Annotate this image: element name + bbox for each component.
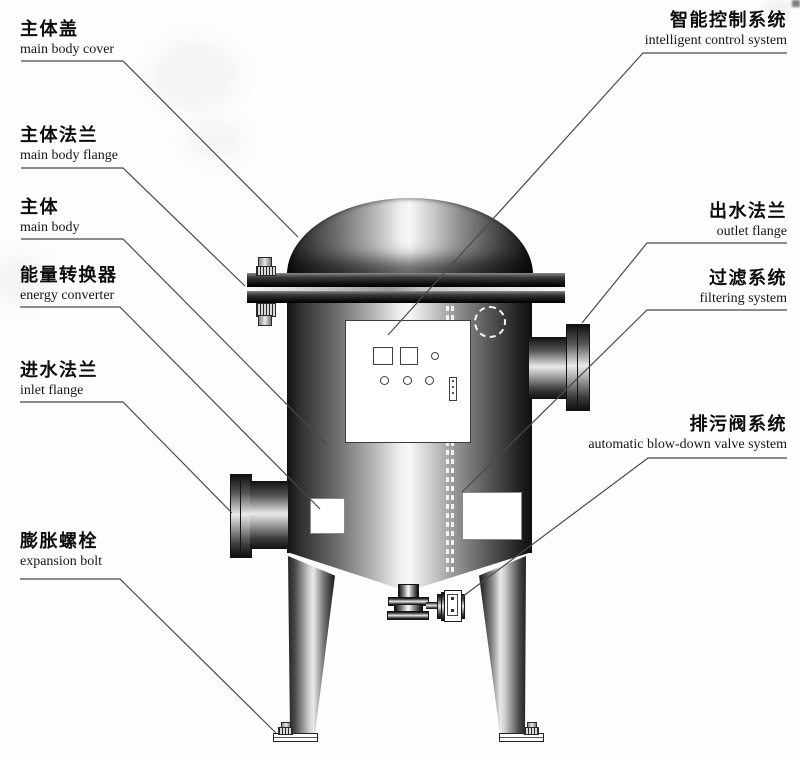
label-filtering-system: 过滤系统 filtering system bbox=[700, 269, 788, 307]
label-outlet-flange-en: outlet flange bbox=[716, 224, 787, 239]
foot-plate-left bbox=[273, 733, 318, 742]
main-body-flange-top-bar bbox=[247, 273, 565, 287]
leader-expansion-bolt bbox=[20, 578, 277, 734]
panel-level-slot bbox=[449, 377, 457, 401]
foot-plate-seam bbox=[500, 737, 543, 738]
foot-plate-right bbox=[499, 733, 544, 742]
scan-corner-mark bbox=[792, 0, 800, 7]
drain-flange-disc-2 bbox=[387, 611, 429, 620]
flange-stud-bottom-nut bbox=[258, 315, 272, 326]
label-filtering-system-en: filtering system bbox=[699, 291, 788, 306]
leader-inlet-flange bbox=[20, 401, 233, 514]
label-main-body-en: main body bbox=[20, 220, 80, 235]
label-inlet-flange-zh: 进水法兰 bbox=[20, 360, 98, 381]
main-body-flange-bottom-bar bbox=[247, 291, 565, 303]
panel-display-right bbox=[400, 347, 418, 365]
support-leg-left bbox=[288, 556, 335, 734]
label-main-body-flange-en: main body flange bbox=[20, 148, 118, 163]
actuator-screw-top bbox=[451, 597, 454, 600]
label-inlet-flange-en: inlet flange bbox=[20, 383, 84, 398]
leader-energy-converter bbox=[20, 306, 321, 510]
scan-smudge bbox=[150, 40, 240, 110]
label-blow-down-valve-system-zh: 排污阀系统 bbox=[689, 414, 787, 435]
panel-button-1 bbox=[380, 376, 389, 385]
valve-stem-rod bbox=[426, 602, 438, 609]
panel-level-marks bbox=[452, 380, 454, 397]
filtering-system-window bbox=[462, 492, 522, 540]
label-outlet-flange-zh: 出水法兰 bbox=[709, 201, 787, 222]
label-blow-down-valve-system-en: automatic blow-down valve system bbox=[588, 437, 787, 452]
actuator-screw-bottom bbox=[451, 609, 454, 612]
support-leg-right bbox=[479, 556, 526, 734]
label-main-body-flange: 主体法兰 main body flange bbox=[20, 126, 118, 164]
label-filtering-system-zh: 过滤系统 bbox=[709, 268, 787, 289]
scan-smudge bbox=[185, 120, 245, 160]
label-main-body-cover: 主体盖 main body cover bbox=[20, 20, 114, 58]
expansion-bolt-right-threads bbox=[524, 727, 539, 735]
label-expansion-bolt: 膨胀螺栓 expansion bolt bbox=[20, 532, 102, 570]
label-main-body-cover-en: main body cover bbox=[20, 42, 115, 57]
label-main-body: 主体 main body bbox=[20, 198, 80, 236]
label-main-body-zh: 主体 bbox=[20, 197, 59, 218]
foot-plate-seam bbox=[274, 737, 317, 738]
label-intelligent-control-system-zh: 智能控制系统 bbox=[670, 10, 787, 31]
panel-indicator-lamp bbox=[431, 352, 439, 360]
label-inlet-flange: 进水法兰 inlet flange bbox=[20, 361, 98, 399]
inlet-pipe bbox=[250, 481, 288, 549]
panel-display-left bbox=[373, 347, 393, 365]
expansion-bolt-left-threads bbox=[278, 727, 293, 735]
control-panel bbox=[345, 320, 471, 443]
label-main-body-cover-zh: 主体盖 bbox=[20, 19, 79, 40]
label-intelligent-control-system-en: intelligent control system bbox=[644, 33, 787, 48]
main-body-cover-dome bbox=[287, 198, 533, 275]
label-expansion-bolt-en: expansion bolt bbox=[20, 554, 103, 569]
dashed-port-circle bbox=[474, 306, 506, 338]
panel-button-2 bbox=[403, 376, 412, 385]
actuator-face bbox=[447, 594, 458, 616]
energy-converter-window bbox=[310, 498, 345, 534]
label-outlet-flange: 出水法兰 outlet flange bbox=[709, 202, 787, 240]
panel-button-3 bbox=[425, 376, 434, 385]
outlet-pipe bbox=[529, 337, 567, 399]
outlet-flange-disc-outer bbox=[577, 324, 590, 411]
flange-stud-top-threads bbox=[256, 266, 276, 276]
label-intelligent-control-system: 智能控制系统 intelligent control system bbox=[645, 11, 787, 49]
label-main-body-flange-zh: 主体法兰 bbox=[20, 125, 98, 146]
label-expansion-bolt-zh: 膨胀螺栓 bbox=[20, 531, 98, 552]
label-blow-down-valve-system: 排污阀系统 automatic blow-down valve system bbox=[588, 415, 787, 453]
label-energy-converter-en: energy converter bbox=[20, 288, 115, 303]
label-energy-converter: 能量转换器 energy converter bbox=[20, 266, 118, 304]
blow-down-valve-actuator bbox=[444, 590, 462, 622]
label-energy-converter-zh: 能量转换器 bbox=[20, 265, 118, 286]
